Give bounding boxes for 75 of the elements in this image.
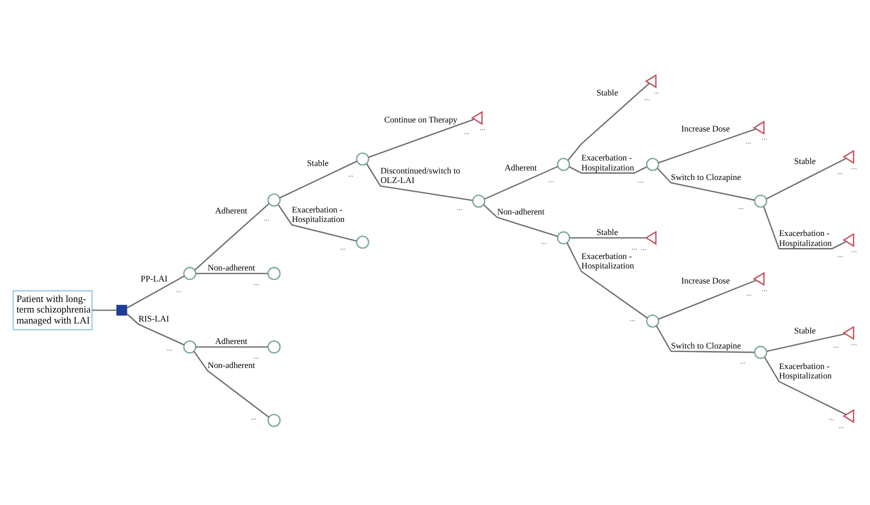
node-circle — [267, 340, 281, 354]
connector — [278, 204, 357, 242]
edge-label: Stable — [794, 324, 816, 335]
node-circle — [183, 266, 196, 280]
node-triangle — [644, 230, 657, 244]
connector — [126, 312, 184, 345]
connector — [484, 165, 558, 200]
connector — [194, 202, 270, 270]
connector — [126, 274, 185, 308]
edge-label: Adherent — [215, 336, 248, 346]
node-circle — [556, 157, 570, 171]
connector — [566, 242, 648, 318]
connector — [568, 82, 650, 160]
node-circle — [267, 413, 281, 426]
edge-label: Stable — [596, 87, 618, 98]
node-circle — [356, 235, 370, 248]
node-circle — [556, 230, 570, 244]
edge-label: RIS-LAI — [138, 312, 170, 323]
edge-label: Exacerbation - Hospitalization — [779, 360, 832, 380]
node-triangle — [842, 232, 854, 247]
edge-label: Increase Dose — [681, 122, 730, 133]
edge-label: Exacerbation - Hospitalization — [779, 228, 832, 248]
node-circle — [646, 157, 660, 171]
edge-label: Discontinued/switch to OLZ-LAI — [380, 165, 460, 185]
edge-label: Continue on Therapy — [384, 114, 458, 124]
edge-label: Stable — [307, 157, 329, 168]
node-triangle — [842, 408, 854, 423]
edge-label: Stable — [794, 155, 816, 166]
connector — [656, 167, 754, 200]
connector — [483, 204, 558, 237]
connector — [366, 162, 473, 200]
edge-label: Non-adherent — [208, 359, 256, 370]
connector — [766, 332, 846, 352]
node-circle — [754, 345, 768, 358]
edge-label: Adherent — [504, 162, 537, 172]
edge-label: Non-adherent — [208, 262, 256, 272]
connector — [280, 160, 358, 198]
edge-label: Exacerbation - Hospitalization — [292, 204, 345, 224]
connector — [570, 236, 646, 238]
node-triangle — [842, 149, 854, 164]
edge-label: Adherent — [215, 204, 248, 215]
edge-label: Exacerbation - Hospitalization — [581, 152, 634, 172]
node-circle — [754, 194, 768, 208]
node-circle — [267, 266, 281, 280]
node-circle — [356, 152, 370, 166]
connector — [658, 279, 756, 320]
node-circle — [472, 194, 486, 208]
node-triangle — [752, 271, 765, 286]
connector — [368, 118, 474, 158]
node-triangle — [471, 110, 483, 125]
node-circle — [646, 314, 660, 328]
connector — [656, 324, 754, 352]
edge-label: PP-LAI — [140, 273, 168, 284]
node-triangle — [752, 120, 765, 134]
connector — [658, 128, 756, 163]
edge-label: Exacerbation - Hospitalization — [581, 250, 634, 270]
connector — [764, 356, 846, 415]
connector — [568, 166, 648, 174]
connector — [196, 346, 268, 348]
edge-label: Non-adherent — [497, 206, 545, 216]
connector — [766, 157, 846, 199]
edge-label: Switch to Clozapine — [671, 171, 741, 182]
node-circle — [267, 192, 281, 206]
edge-label: Switch to Clozapine — [671, 340, 741, 350]
node-circle — [183, 340, 196, 354]
connector — [194, 350, 270, 418]
connector — [763, 206, 846, 249]
connector — [196, 272, 268, 274]
edge-label: Stable — [596, 226, 618, 237]
node-triangle — [644, 74, 657, 88]
node-triangle — [842, 325, 854, 340]
node-box: Patient with long-term schizophrenia managed with LAI — [12, 290, 93, 330]
edge-label: Increase Dose — [681, 275, 730, 286]
connector — [92, 309, 117, 310]
node-box — [116, 304, 128, 316]
